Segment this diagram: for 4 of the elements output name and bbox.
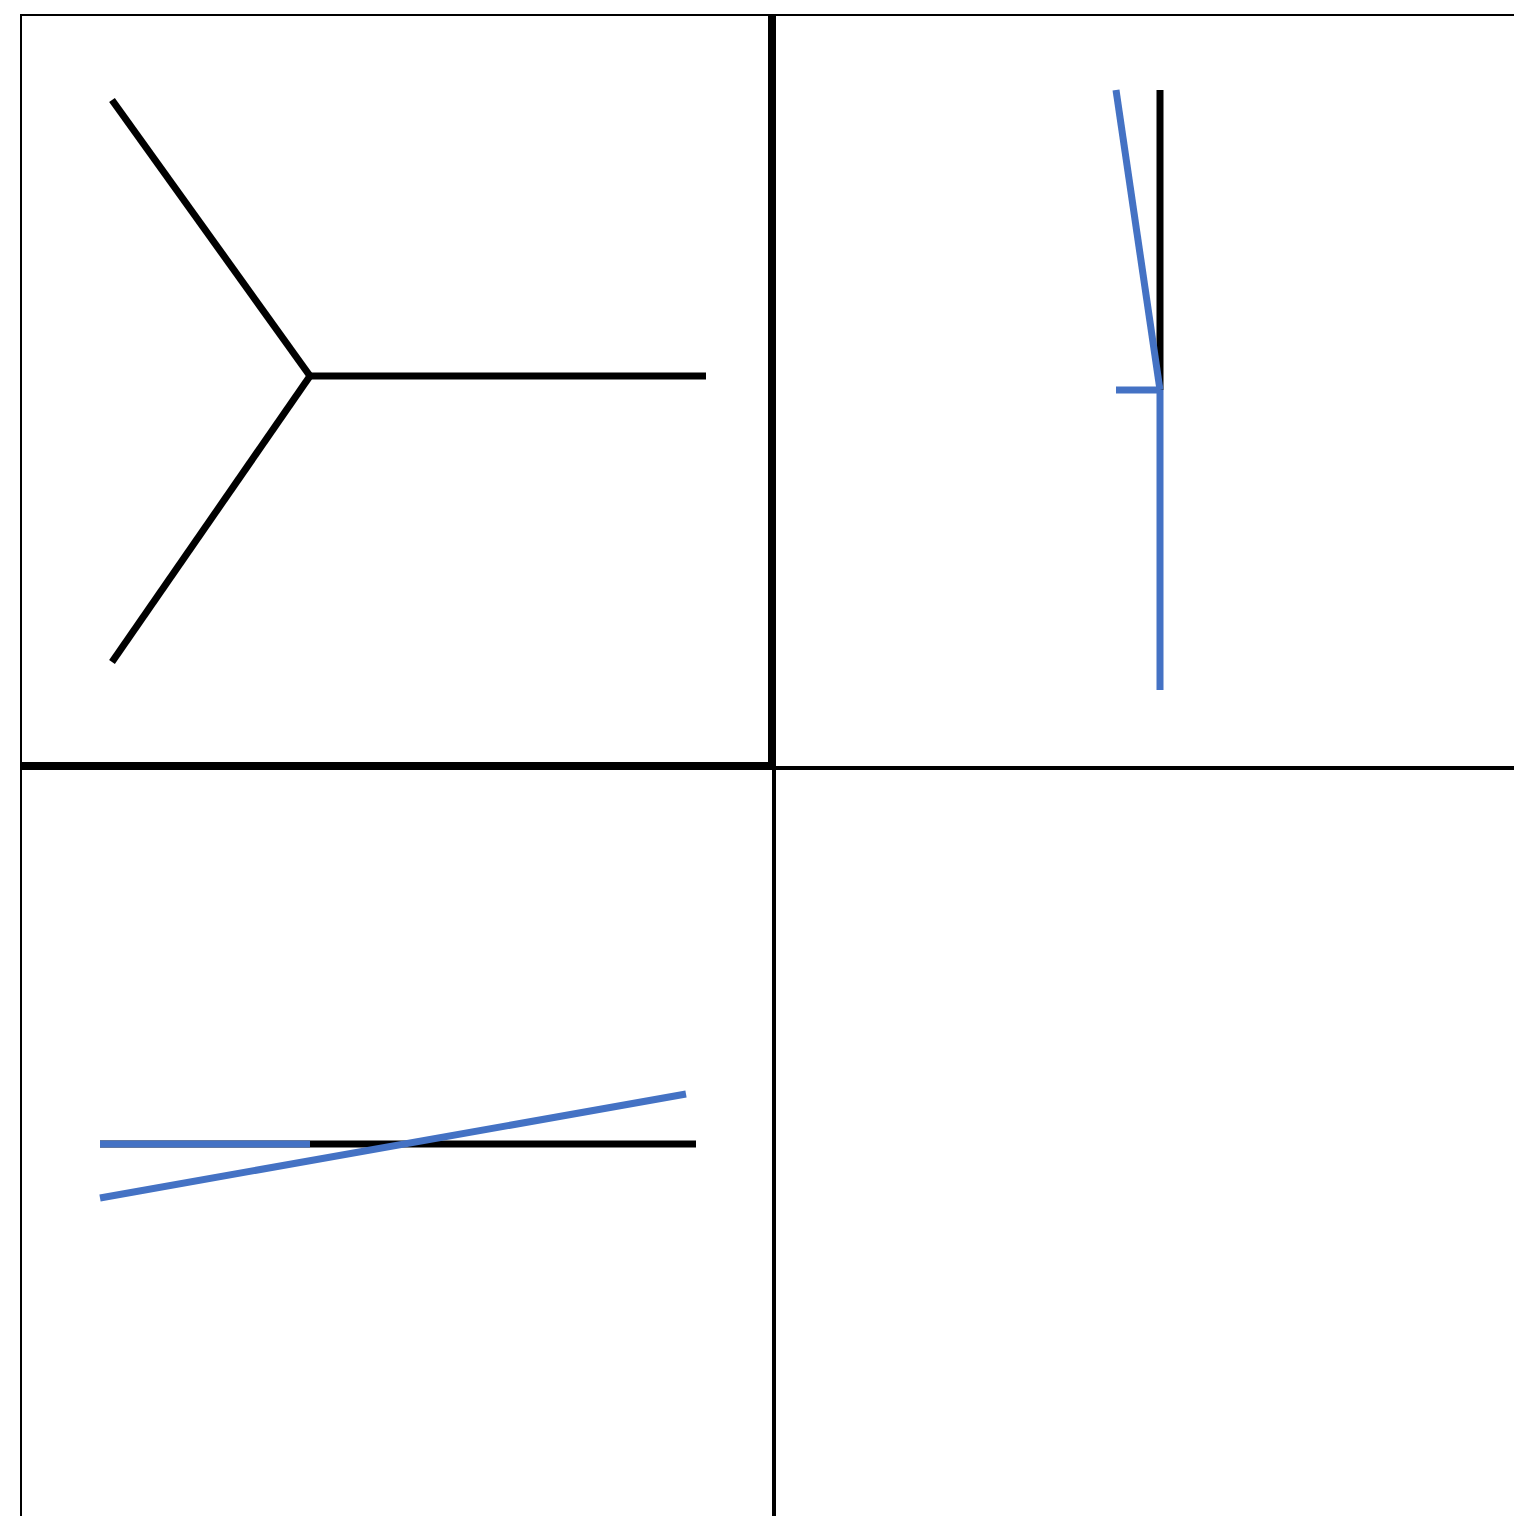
panel xyxy=(20,14,774,768)
panel xyxy=(774,14,1514,768)
panel xyxy=(20,768,774,1516)
panel xyxy=(774,768,1514,1516)
